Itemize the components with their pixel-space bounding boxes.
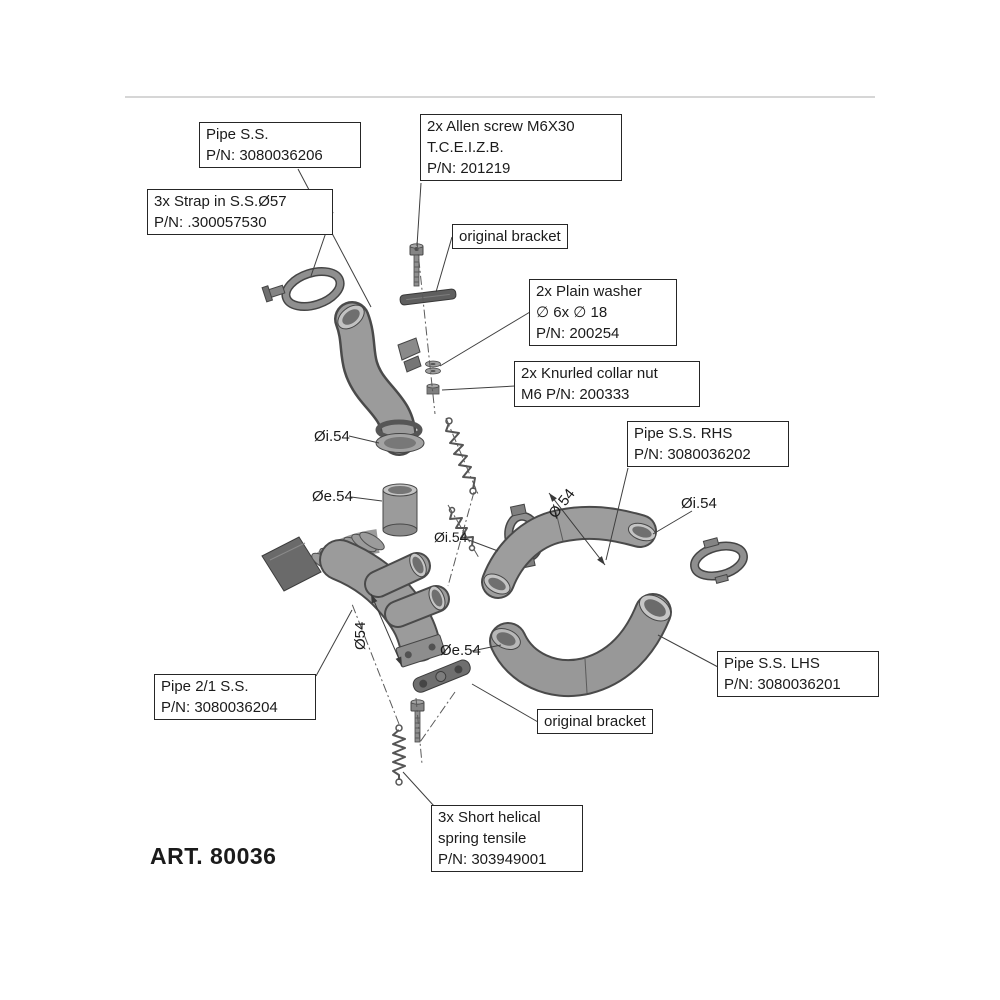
original-bracket-top-drawing	[399, 288, 457, 306]
callout-line: T.C.E.I.Z.B.	[427, 139, 504, 156]
callout-spring: 3x Short helical spring tensile P/N: 303…	[431, 805, 583, 872]
knurled-nut-drawing	[426, 383, 440, 395]
link-pipe-drawing	[334, 301, 425, 456]
callout-line: original bracket	[459, 228, 561, 245]
callout-line: Pipe S.S. LHS	[724, 655, 820, 672]
callout-pipe-ss: Pipe S.S. P/N: 3080036206	[199, 122, 361, 168]
pipe-rhs-drawing	[481, 505, 657, 599]
callout-line: ∅ 6x ∅ 18	[536, 304, 608, 321]
callout-line: 2x Allen screw M6X30	[427, 118, 575, 135]
callout-line: P/N: 3080036204	[161, 699, 278, 716]
callout-line: P/N: .300057530	[154, 214, 267, 231]
collector-pipe-21-drawing	[261, 529, 450, 668]
strap-clamp-left-drawing	[261, 266, 345, 312]
callout-pipe-rhs: Pipe S.S. RHS P/N: 3080036202	[627, 421, 789, 467]
callout-line: P/N: 201219	[427, 160, 511, 177]
callout-original-bracket-top: original bracket	[452, 224, 568, 249]
callout-line: P/N: 3080036201	[724, 676, 841, 693]
callout-plain-washer: 2x Plain washer ∅ 6x ∅ 18 P/N: 200254	[529, 279, 677, 346]
callout-strap: 3x Strap in S.S.Ø57 P/N: .300057530	[147, 189, 333, 235]
pipe-lhs-drawing	[489, 593, 672, 698]
centerlines	[351, 241, 480, 765]
callout-allen-screw: 2x Allen screw M6X30 T.C.E.I.Z.B. P/N: 2…	[420, 114, 622, 181]
plain-washers-drawing	[425, 360, 441, 375]
allen-screw-top-drawing	[409, 243, 424, 287]
callout-line: 2x Plain washer	[536, 283, 642, 300]
dim-label-collector-vertical: Ø54	[352, 621, 369, 650]
callout-knurled-nut: 2x Knurled collar nut M6 P/N: 200333	[514, 361, 700, 407]
callout-pipe-21: Pipe 2/1 S.S. P/N: 3080036204	[154, 674, 316, 720]
callout-line: spring tensile	[438, 830, 527, 847]
callout-line: M6 P/N: 200333	[521, 386, 630, 403]
callout-line: P/N: 3080036202	[634, 446, 751, 463]
callout-line: original bracket	[544, 713, 646, 730]
callout-line: P/N: 200254	[536, 325, 620, 342]
dim-label-rhs-inner: Øi.54	[681, 495, 717, 512]
dim-label-lhs-outer: Øe.54	[440, 642, 481, 659]
callout-line: Pipe S.S.	[206, 126, 269, 143]
spring-bottom-drawing	[392, 724, 406, 786]
dimension-lines	[348, 435, 693, 667]
original-bracket-bottom-drawing	[412, 659, 471, 693]
inlet-sleeve-drawing	[382, 483, 418, 537]
callout-line: 2x Knurled collar nut	[521, 365, 658, 382]
callout-line: P/N: 303949001	[438, 851, 547, 868]
callout-leader-lines	[297, 168, 719, 807]
callout-pipe-lhs: Pipe S.S. LHS P/N: 3080036201	[717, 651, 879, 697]
dim-label-mid-inner: Øi.54	[434, 529, 468, 545]
dim-label-top-inner: Øi.54	[314, 428, 350, 445]
dim-label-top-outer: Øe.54	[312, 488, 353, 505]
callout-line: 3x Strap in S.S.Ø57	[154, 193, 287, 210]
callout-line: Pipe S.S. RHS	[634, 425, 733, 442]
allen-screw-bottom-drawing	[410, 699, 425, 743]
art-number: ART. 80036	[150, 843, 277, 869]
callout-line: 3x Short helical	[438, 809, 541, 826]
callout-original-bracket-bottom: original bracket	[537, 709, 653, 734]
callout-line: Pipe 2/1 S.S.	[161, 678, 249, 695]
callout-line: P/N: 3080036206	[206, 147, 323, 164]
strap-clamp-right-drawing	[690, 537, 748, 584]
